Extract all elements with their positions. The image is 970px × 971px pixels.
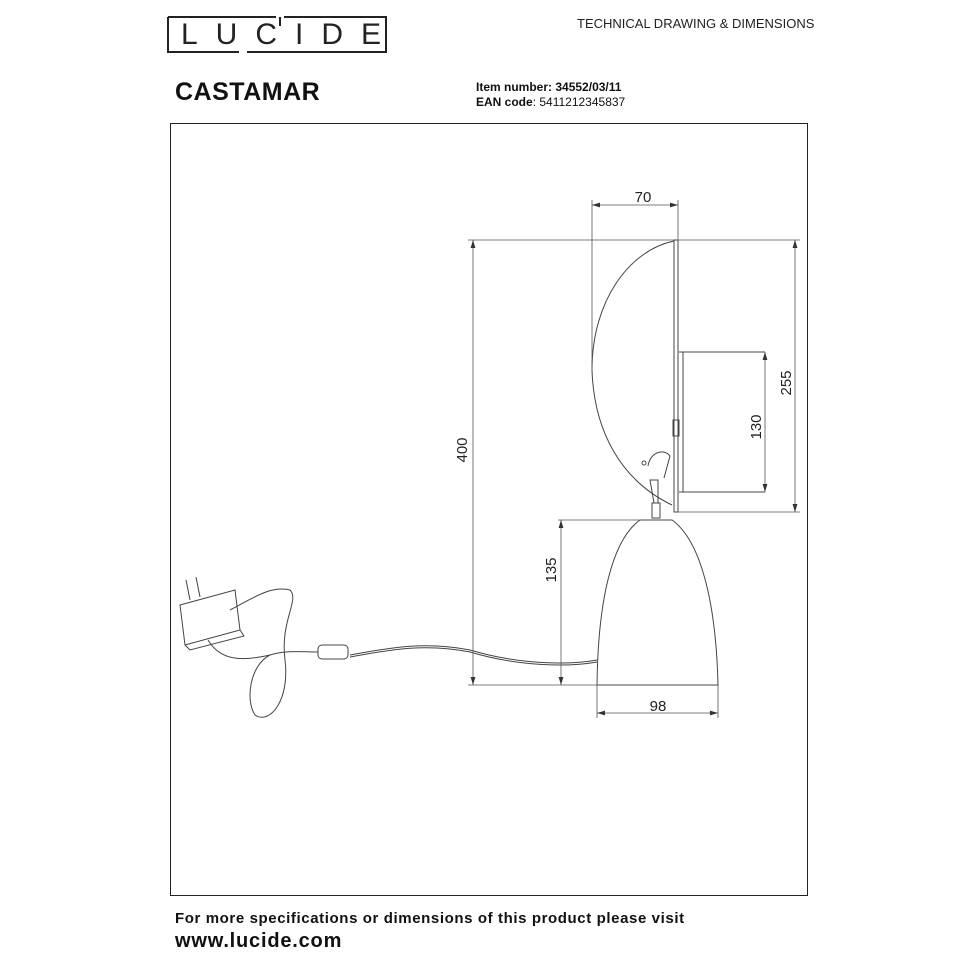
dim-total-height: 400 bbox=[454, 437, 471, 462]
item-number: 34552/03/11 bbox=[555, 80, 622, 94]
dim-base-width: 98 bbox=[650, 698, 667, 715]
dim-shade-depth: 70 bbox=[635, 189, 652, 206]
product-name: CASTAMAR bbox=[175, 78, 321, 106]
document-type: TECHNICAL DRAWING & DIMENSIONS bbox=[577, 16, 815, 31]
dimension-lines bbox=[468, 200, 800, 718]
lamp-outline bbox=[179, 239, 765, 718]
dim-base-plate-height: 130 bbox=[748, 414, 765, 439]
drawing-frame bbox=[170, 123, 808, 896]
dim-disc-height: 255 bbox=[778, 370, 795, 395]
lucide-logo bbox=[167, 16, 387, 60]
logo-text: LUCIDE bbox=[181, 18, 400, 51]
ean-label: EAN code bbox=[476, 95, 533, 109]
footer-note: For more specifications or dimensions of… bbox=[175, 910, 685, 927]
product-meta: Item number: 34552/03/11 EAN code: 54112… bbox=[476, 80, 626, 109]
dim-base-height: 135 bbox=[543, 557, 560, 582]
website-link[interactable]: www.lucide.com bbox=[175, 930, 343, 952]
item-number-label: Item number: bbox=[476, 80, 553, 94]
ean-code: 5411212345837 bbox=[539, 95, 626, 109]
